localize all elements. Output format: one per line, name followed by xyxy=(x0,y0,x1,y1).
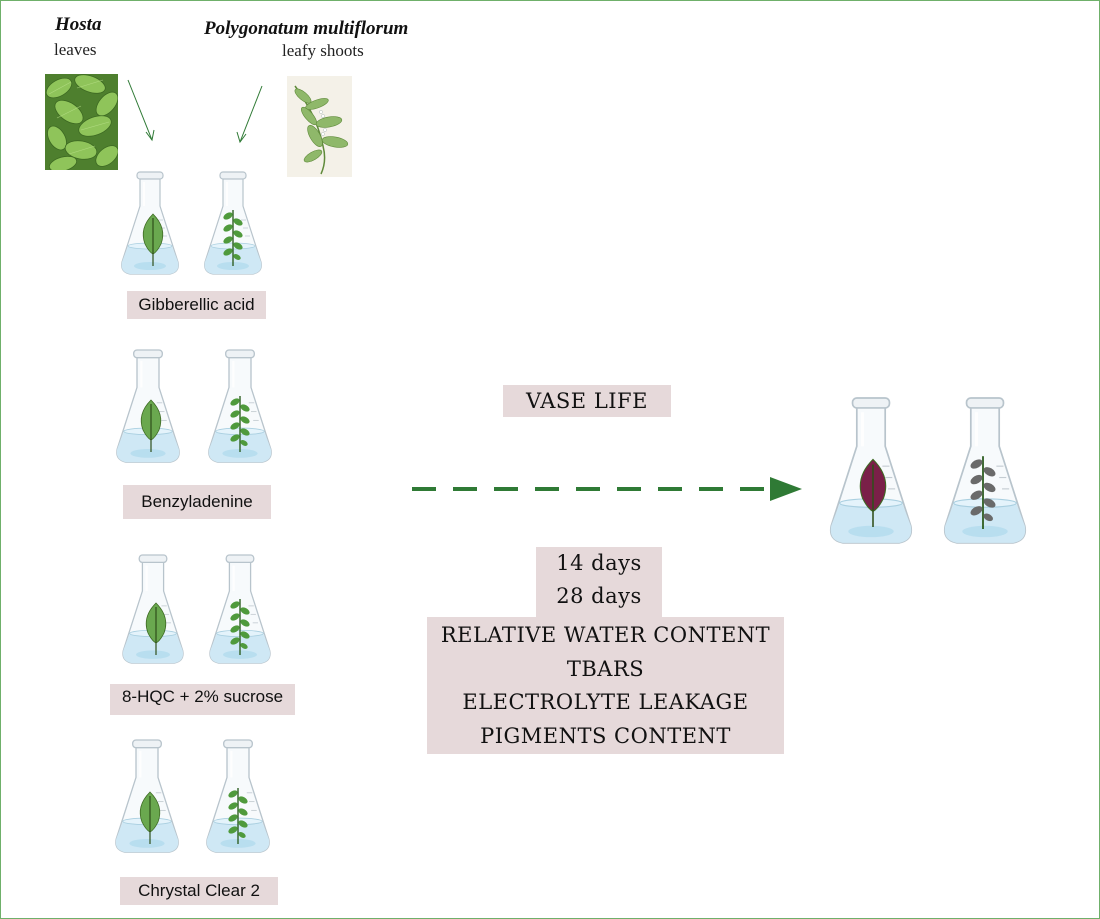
duration-28-days: 28 days xyxy=(556,584,642,608)
measurement-tbars: TBARS xyxy=(566,656,645,681)
aged-polygonatum-flask xyxy=(943,396,1027,545)
treatment-label-chrystal-clear: Chrystal Clear 2 xyxy=(120,877,278,905)
measurement-pigments-content: PIGMENTS CONTENT xyxy=(480,723,731,748)
durations-box: 14 days 28 days xyxy=(536,547,662,617)
polygonatum-shoot-illustration xyxy=(287,76,352,177)
duration-14-days: 14 days xyxy=(556,551,642,575)
measurement-electrolyte-leakage: ELECTROLYTE LEAKAGE xyxy=(462,690,749,714)
flask-row-8hqc xyxy=(121,553,185,665)
measurement-relative-water-content: RELATIVE WATER CONTENT xyxy=(440,623,771,647)
hosta-leaves-photo xyxy=(45,74,118,170)
hosta-subtitle: leaves xyxy=(54,40,97,59)
aged-hosta-flask xyxy=(829,396,913,545)
treatment-label-gibberellic-acid: Gibberellic acid xyxy=(127,291,266,319)
flask-row-benzyladenine xyxy=(115,348,181,464)
flask-row-gibberellic xyxy=(120,171,180,275)
treatment-label-8hqc-sucrose: 8-HQC + 2% sucrose xyxy=(110,684,295,715)
polygonatum-title: Polygonatum multiflorum xyxy=(204,18,409,39)
flask-row-chrystal-clear xyxy=(114,738,180,854)
polygonatum-subtitle: leafy shoots xyxy=(282,41,364,60)
source-arrows xyxy=(127,79,263,144)
measurements-box: RELATIVE WATER CONTENT TBARS ELECTROLYTE… xyxy=(427,617,784,754)
hosta-title: Hosta xyxy=(55,14,102,35)
vase-life-arrow xyxy=(412,477,802,501)
vase-life-label: VASE LIFE xyxy=(503,385,671,417)
treatment-label-benzyladenine: Benzyladenine xyxy=(123,485,271,519)
